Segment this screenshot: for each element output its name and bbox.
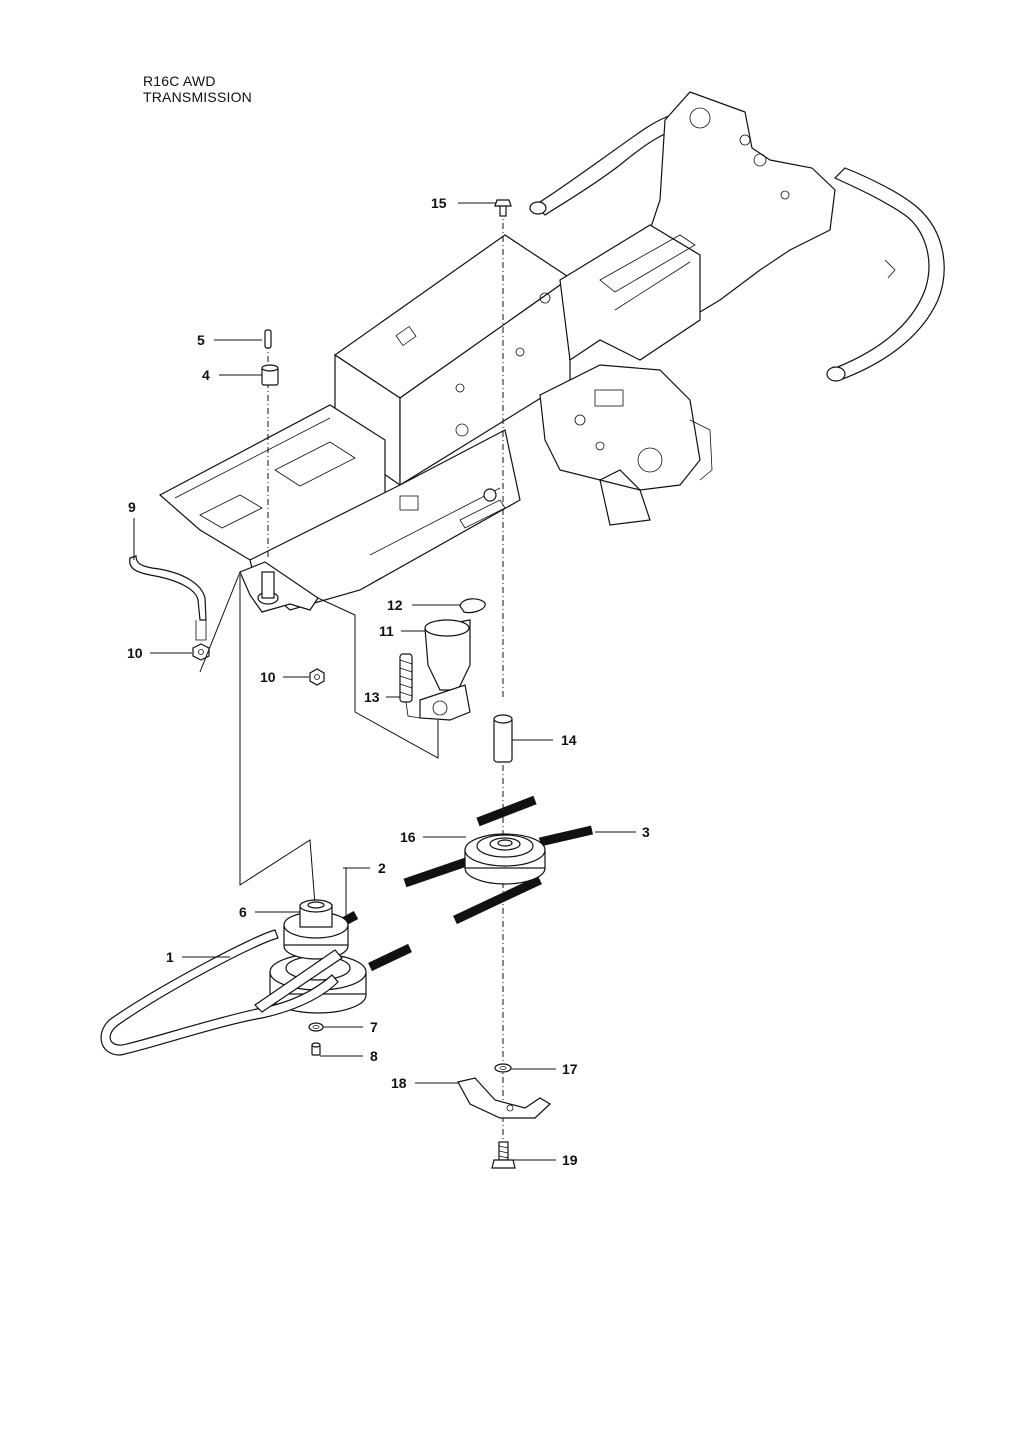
part-11-idler-arm [419, 619, 471, 721]
part-8-screw [311, 1042, 321, 1056]
leader-bracket-right [317, 597, 439, 759]
part-15-bolt [494, 199, 512, 217]
chassis-frame [158, 91, 945, 611]
callout-7[interactable]: 7 [370, 1019, 378, 1035]
part-5-pin [264, 329, 272, 349]
leader-lines [133, 202, 636, 1161]
callout-4[interactable]: 4 [202, 367, 210, 383]
callout-6[interactable]: 6 [239, 904, 247, 920]
callout-11[interactable]: 11 [379, 623, 394, 639]
callout-13[interactable]: 13 [364, 689, 380, 705]
part-3-belt [403, 795, 594, 925]
pivot-bracket [239, 561, 319, 613]
callout-18[interactable]: 18 [391, 1075, 407, 1091]
callout-14[interactable]: 14 [561, 732, 577, 748]
part-10-nut-right [309, 668, 325, 686]
callout-1[interactable]: 1 [166, 949, 174, 965]
callout-labels: 15 5 4 9 12 11 10 10 13 14 16 3 2 6 1 7 … [127, 195, 650, 1168]
callout-10-left[interactable]: 10 [127, 645, 143, 661]
part-1-belt-loop [100, 929, 343, 1056]
part-7-washer [308, 1022, 324, 1032]
part-13-spring [399, 653, 421, 719]
callout-8[interactable]: 8 [370, 1048, 378, 1064]
callout-5[interactable]: 5 [197, 332, 205, 348]
callout-10-right[interactable]: 10 [260, 669, 276, 685]
part-9-rod [129, 555, 207, 641]
callout-2[interactable]: 2 [378, 860, 386, 876]
part-16-idler-pulley [464, 833, 546, 885]
part-19-bolt [491, 1141, 516, 1169]
callout-19[interactable]: 19 [562, 1152, 578, 1168]
part-18-belt-guide [457, 1077, 551, 1119]
diagram-title-model: R16C AWD [143, 73, 216, 89]
callout-12[interactable]: 12 [387, 597, 403, 613]
leader-pulley-link [239, 575, 316, 906]
diagram-title-section: TRANSMISSION [143, 89, 252, 105]
callout-9[interactable]: 9 [128, 499, 136, 515]
callout-15[interactable]: 15 [431, 195, 447, 211]
callout-17[interactable]: 17 [562, 1061, 578, 1077]
part-14-spacer [493, 714, 513, 763]
part-4-bushing [261, 364, 279, 386]
leader-bracket-left [199, 571, 241, 673]
part-10-nut-left [192, 643, 210, 661]
part-17-washer [494, 1063, 512, 1073]
callout-3[interactable]: 3 [642, 824, 650, 840]
callout-16[interactable]: 16 [400, 829, 416, 845]
part-12-clip [459, 598, 486, 614]
